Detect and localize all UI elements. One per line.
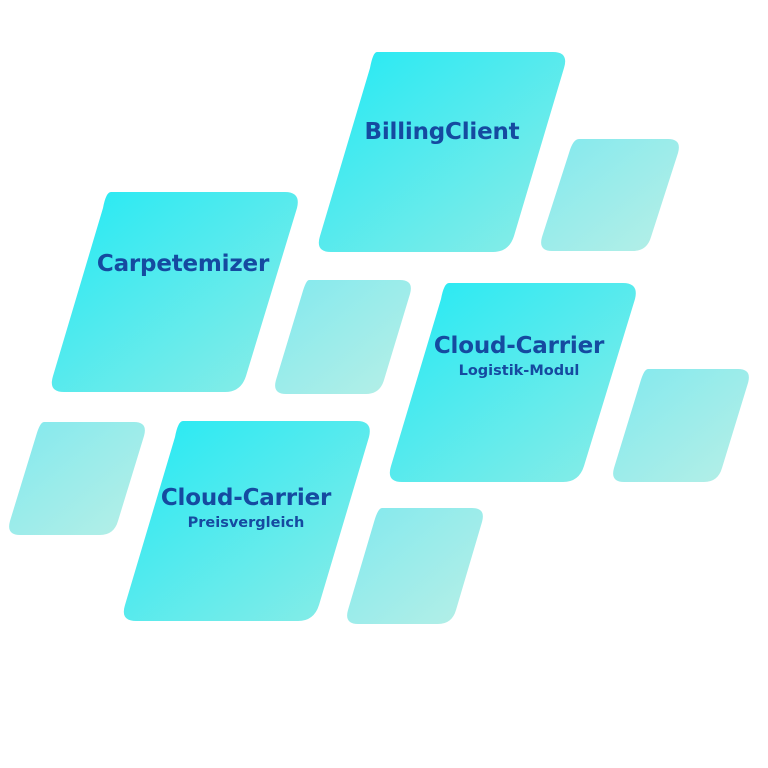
tile-logistik-shape [389, 283, 636, 482]
tile-carpetemizer[interactable]: Carpetemizer [97, 250, 269, 278]
tile-title: Cloud-Carrier [433, 333, 605, 359]
tile-title: Carpetemizer [96, 251, 270, 277]
tile-cloud-carrier-logistik[interactable]: Cloud-Carrier Logistik-Modul [434, 332, 604, 380]
tile-billingclient-shape [318, 52, 566, 252]
small-tile-2 [275, 280, 411, 394]
tile-carpetemizer-shape [51, 192, 298, 392]
tile-title: Cloud-Carrier [160, 485, 332, 511]
tile-subtitle: Logistik-Modul [458, 363, 580, 379]
tile-cloud-carrier-preisvergleich[interactable]: Cloud-Carrier Preisvergleich [161, 484, 331, 532]
small-tile-3 [613, 369, 749, 482]
small-tile-1 [541, 139, 679, 251]
small-tile-5 [347, 508, 483, 624]
tile-subtitle: Preisvergleich [187, 515, 305, 531]
tile-preisvergleich-shape [123, 421, 370, 621]
small-tile-4 [9, 422, 145, 535]
tile-billingclient[interactable]: BillingClient [365, 118, 520, 146]
tile-title: BillingClient [364, 119, 520, 145]
